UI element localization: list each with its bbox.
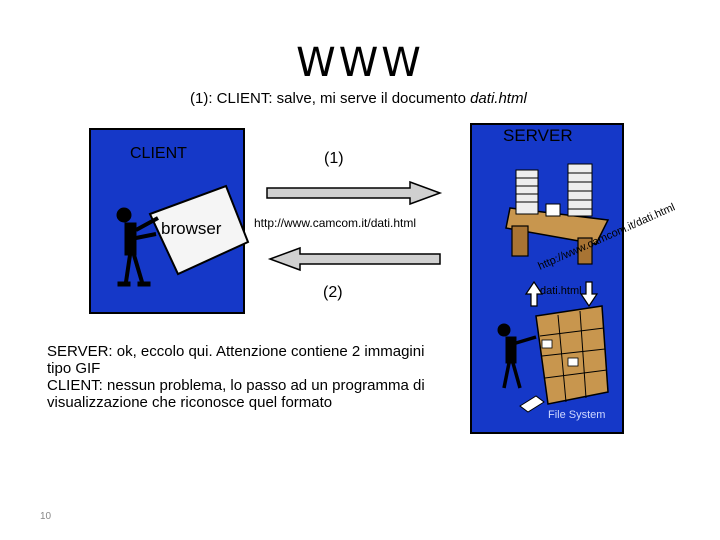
- request-prefix: (1): CLIENT: salve, mi serve il document…: [190, 90, 471, 107]
- response-line: SERVER: ok, eccolo qui. Attenzione conti…: [47, 343, 425, 360]
- server-label: SERVER: [503, 126, 573, 145]
- response-line: CLIENT: nessun problema, lo passo ad un …: [47, 377, 425, 394]
- server-panel: [470, 123, 624, 434]
- response-line: tipo GIF: [47, 360, 101, 377]
- request-arrow: [266, 180, 443, 206]
- slide-title: WWW: [296, 40, 424, 86]
- browser-label: browser: [161, 219, 222, 238]
- step-1-label: (1): [324, 150, 344, 167]
- request-document: dati.html: [470, 90, 527, 107]
- page-number: 10: [40, 511, 52, 522]
- client-label: CLIENT: [130, 145, 187, 162]
- request-url: http://www.camcom.it/dati.html: [254, 216, 417, 230]
- dati-html-label: dati.html: [540, 285, 582, 297]
- response-line: visualizzazione che riconosce quel forma…: [47, 394, 333, 411]
- file-system-label: File System: [548, 409, 606, 421]
- response-arrow: [267, 246, 441, 272]
- step-2-label: (2): [323, 284, 343, 301]
- response-text: SERVER: ok, eccolo qui. Attenzione conti…: [47, 343, 467, 411]
- request-line: (1): CLIENT: salve, mi serve il document…: [190, 90, 527, 107]
